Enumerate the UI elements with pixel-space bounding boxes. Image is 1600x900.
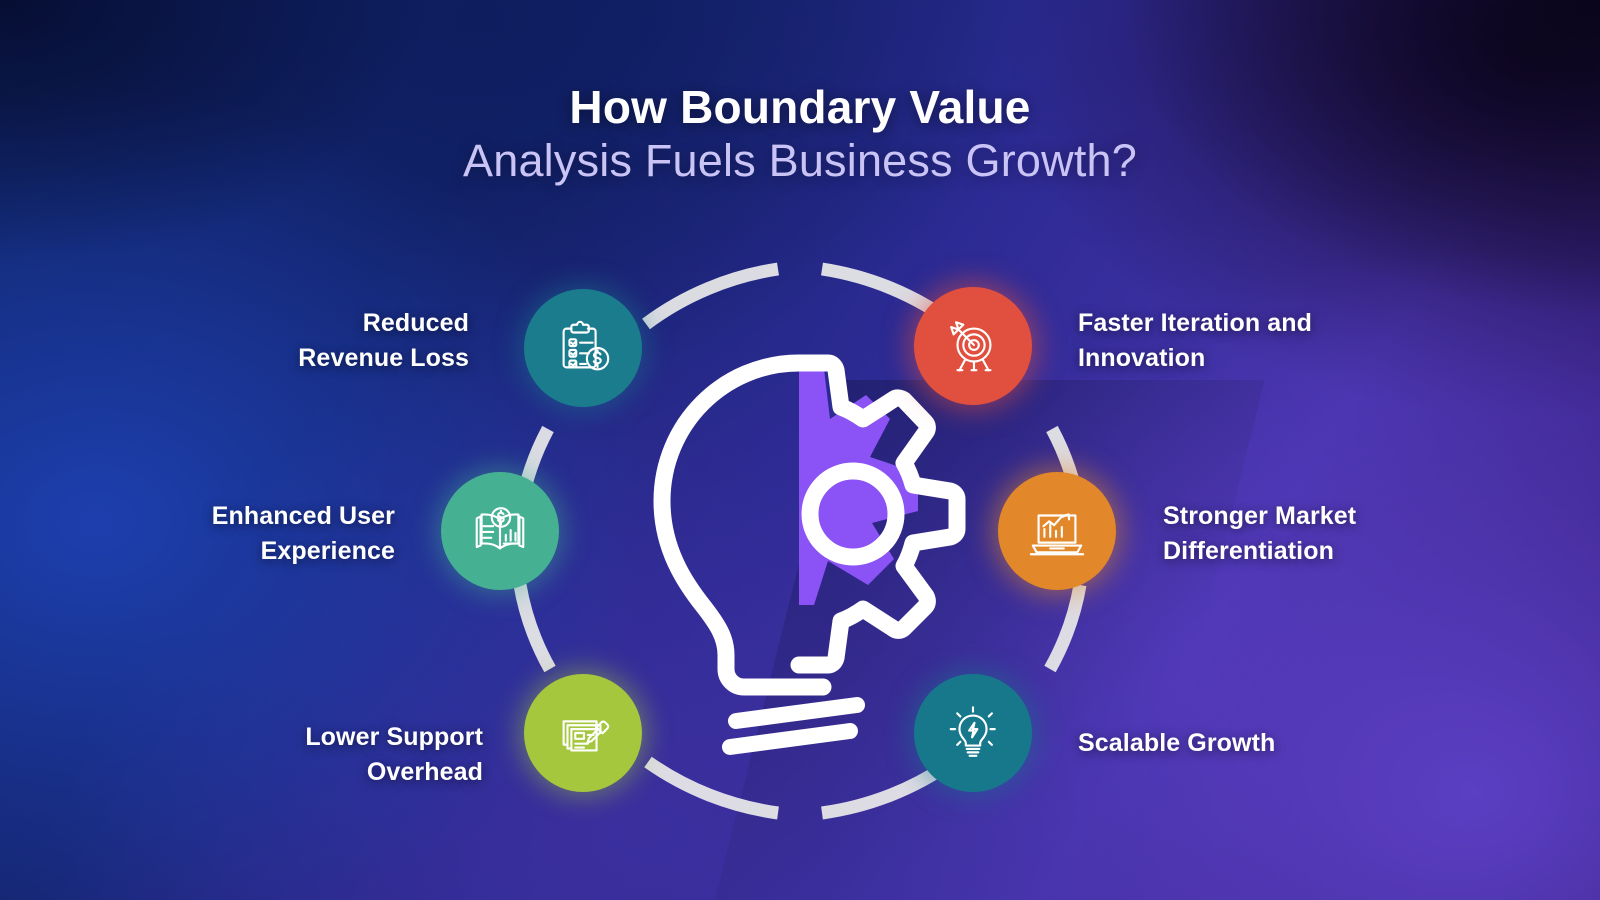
benefit-node-lower-support-overhead[interactable] — [524, 674, 642, 792]
benefit-node-scalable-growth[interactable] — [914, 674, 1032, 792]
document-pencil-icon — [562, 720, 610, 752]
benefit-node-reduced-revenue-loss[interactable] — [524, 289, 642, 407]
benefit-label-stronger-market-differentiation: Stronger Market Differentiation — [1163, 502, 1357, 565]
title-line-2: Analysis Fuels Business Growth? — [463, 134, 1137, 186]
title-line-1: How Boundary Value — [569, 81, 1031, 133]
benefit-label-scalable-growth: Scalable Growth — [1078, 729, 1276, 757]
target-arrow-icon — [950, 321, 992, 372]
page-title: How Boundary Value Analysis Fuels Busine… — [0, 81, 1600, 188]
laptop-chart-icon — [1029, 513, 1085, 556]
clipboard-checklist-dollar-icon — [562, 320, 610, 371]
benefit-node-stronger-market-differentiation[interactable] — [998, 472, 1116, 590]
benefit-node-enhanced-user-experience[interactable] — [441, 472, 559, 590]
open-book-dollar-chart-icon — [475, 507, 525, 550]
benefit-label-reduced-revenue-loss: Reduced Revenue Loss — [298, 309, 469, 372]
lightbulb-gear-icon — [618, 333, 978, 755]
lightbulb-bolt-icon — [949, 706, 996, 757]
benefit-node-faster-iteration-and-innovation[interactable] — [914, 287, 1032, 405]
benefit-label-lower-support-overhead: Lower Support Overhead — [305, 723, 483, 786]
benefit-label-faster-iteration-and-innovation: Faster Iteration and Innovation — [1078, 309, 1312, 372]
benefit-label-enhanced-user-experience: Enhanced User Experience — [211, 502, 395, 565]
